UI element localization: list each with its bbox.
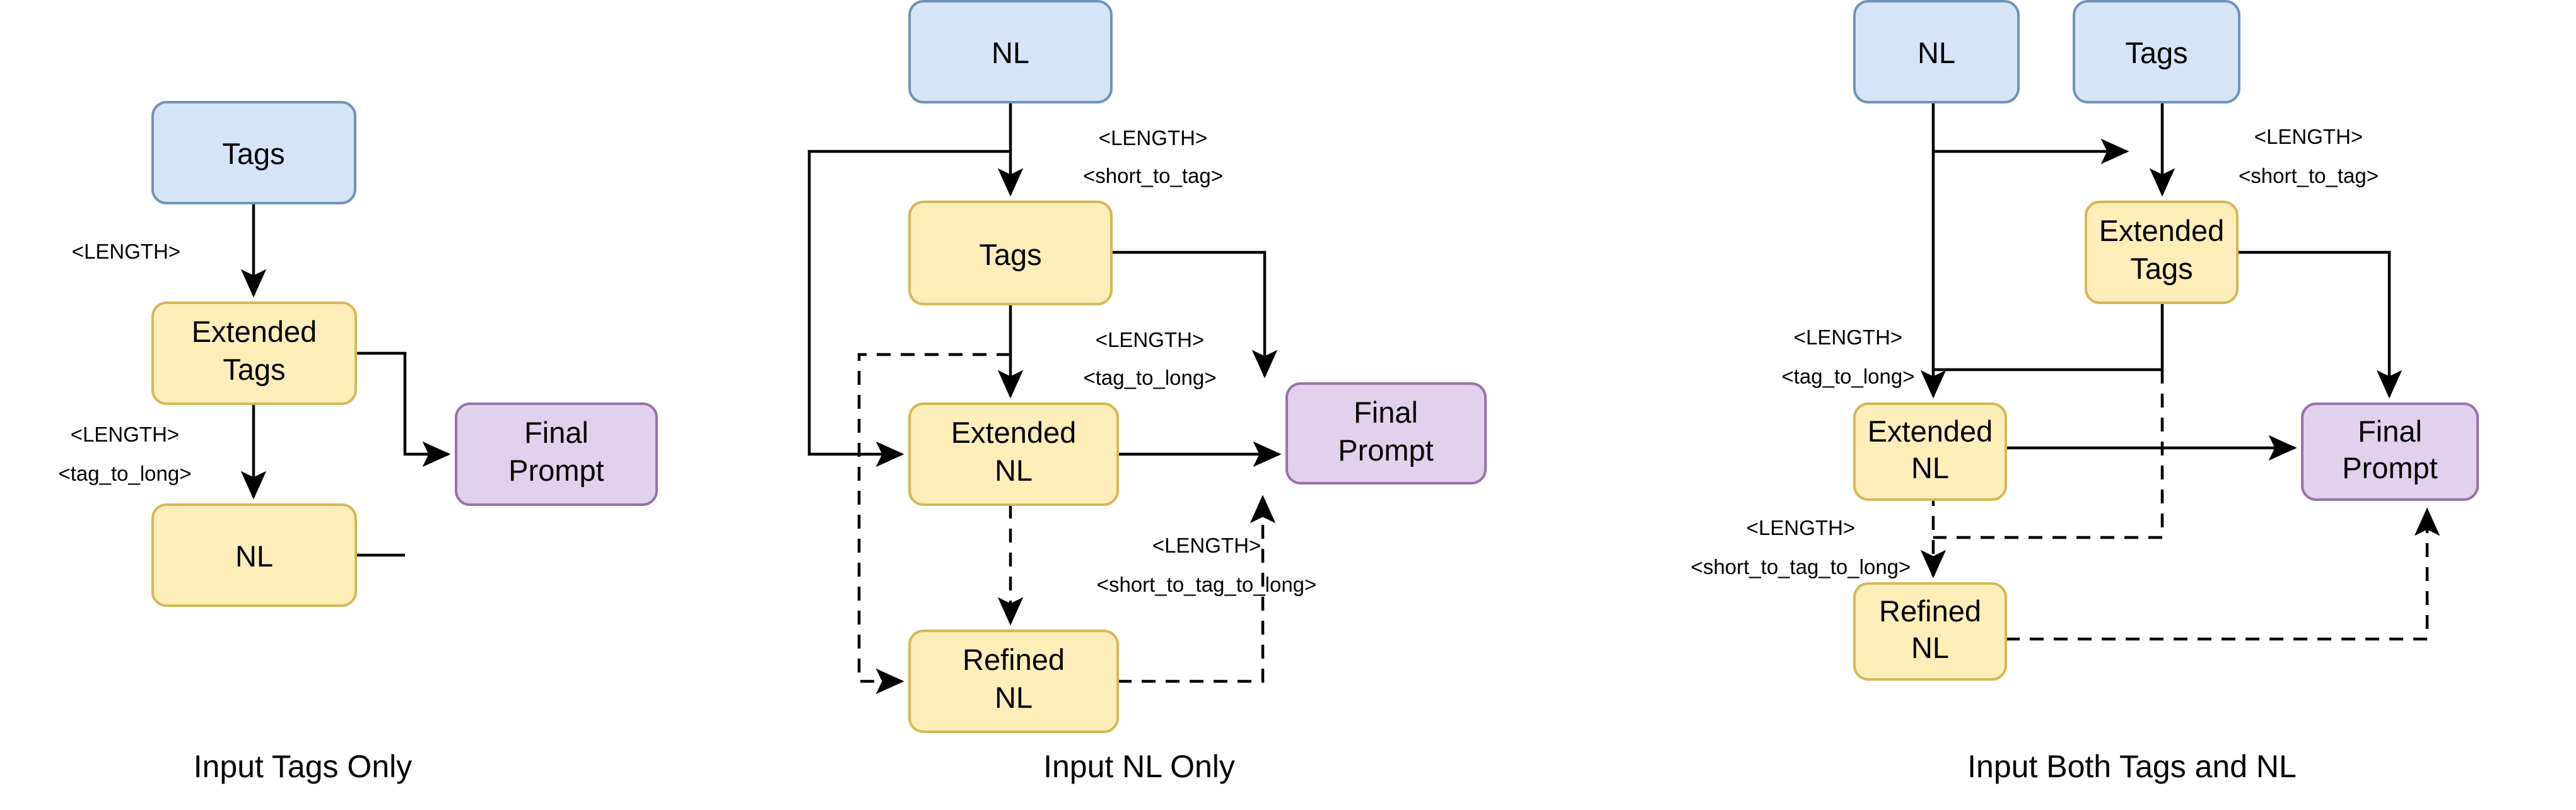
edge-label-short-to-tag-to-long-m: <short_to_tag_to_long> xyxy=(1097,573,1317,596)
node-tags-input-both[interactable]: Tags xyxy=(2073,0,2240,103)
node-final-prompt-mid[interactable]: Final Prompt xyxy=(1285,382,1487,484)
node-extended-tags-both[interactable]: Extended Tags xyxy=(2085,201,2239,304)
panel-tags-only: <LENGTH> <LENGTH> <tag_to_long> Tags Ext… xyxy=(58,101,658,784)
node-final-prompt-mid-label-line2: Prompt xyxy=(1338,433,1434,467)
edge-tags-to-refined-nl-dashed xyxy=(857,353,1010,695)
node-nl-input-both[interactable]: NL xyxy=(1853,0,2020,103)
edge-label-length-m3: <LENGTH> xyxy=(1152,534,1261,557)
node-nl[interactable]: NL xyxy=(151,503,357,607)
edge-extended-tags-to-final-both xyxy=(2237,250,2403,399)
edge-extended-tags-to-final xyxy=(356,351,451,467)
edge-label-length-r2: <LENGTH> xyxy=(1794,326,1902,349)
node-refined-nl-mid-label-line1: Refined xyxy=(963,643,1065,676)
node-extended-nl-both[interactable]: Extended NL xyxy=(1853,402,2007,501)
node-refined-nl-mid[interactable]: Refined NL xyxy=(908,630,1119,733)
edge-label-short-to-tag: <short_to_tag> xyxy=(1083,164,1223,187)
node-refined-nl-both[interactable]: Refined NL xyxy=(1853,582,2007,681)
node-tags-input-both-label: Tags xyxy=(2125,36,2187,69)
node-tags-mid[interactable]: Tags xyxy=(908,201,1113,305)
node-extended-nl-mid[interactable]: Extended NL xyxy=(908,402,1119,506)
node-tags-mid-label: Tags xyxy=(979,238,1041,271)
panel-caption-both: Input Both Tags and NL xyxy=(1967,749,2297,784)
node-extended-tags-label-line2: Tags xyxy=(223,353,285,386)
node-nl-input-label: NL xyxy=(992,36,1029,69)
node-refined-nl-mid-label-line2: NL xyxy=(995,681,1033,714)
edge-label-short-to-tag-to-long-r: <short_to_tag_to_long> xyxy=(1691,555,1911,578)
panel-nl-only: <LENGTH> <short_to_tag> <LENGTH> <tag_to… xyxy=(807,0,1487,784)
node-final-prompt-both[interactable]: Final Prompt xyxy=(2301,402,2479,501)
node-final-prompt-both-label-line1: Final xyxy=(2358,414,2422,448)
node-tags[interactable]: Tags xyxy=(151,101,356,204)
node-refined-nl-both-label-line2: NL xyxy=(1911,631,1949,664)
node-final-prompt-mid-label-line1: Final xyxy=(1354,396,1418,429)
node-extended-nl-mid-label-line1: Extended xyxy=(951,416,1077,449)
node-extended-tags[interactable]: Extended Tags xyxy=(151,302,357,405)
edge-refined-nl-to-final-dashed xyxy=(1118,495,1276,683)
edge-tags-to-final xyxy=(1111,250,1278,379)
edge-label-length-2: <LENGTH> xyxy=(71,423,179,446)
edge-label-length-m2: <LENGTH> xyxy=(1096,328,1204,351)
edge-label-tag-to-long: <tag_to_long> xyxy=(58,462,191,485)
edge-refined-nl-to-final-dashed-both xyxy=(2006,507,2440,641)
node-final-prompt-both-label-line2: Prompt xyxy=(2342,451,2438,484)
node-tags-label: Tags xyxy=(222,137,284,170)
edge-label-tag-to-long-m: <tag_to_long> xyxy=(1083,366,1216,389)
node-extended-tags-label-line1: Extended xyxy=(192,315,317,348)
node-extended-nl-both-label-line1: Extended xyxy=(1868,414,1993,448)
node-nl-label: NL xyxy=(235,539,273,573)
panel-caption-nl-only: Input NL Only xyxy=(1043,749,1235,784)
edge-nl-to-extended-nl xyxy=(807,150,1010,467)
node-extended-nl-both-label-line2: NL xyxy=(1911,451,1949,484)
node-nl-input[interactable]: NL xyxy=(908,0,1113,103)
edge-label-length-1: <LENGTH> xyxy=(72,240,180,263)
node-final-prompt-label-line2: Prompt xyxy=(508,454,604,487)
node-extended-tags-both-label-line1: Extended xyxy=(2099,214,2225,247)
node-final-prompt-label-line1: Final xyxy=(524,416,588,449)
node-final-prompt[interactable]: Final Prompt xyxy=(455,402,658,506)
node-refined-nl-both-label-line1: Refined xyxy=(1879,594,1981,628)
edge-label-short-to-tag-r: <short_to_tag> xyxy=(2239,164,2379,187)
node-extended-tags-both-label-line2: Tags xyxy=(2130,252,2193,285)
node-nl-input-both-label: NL xyxy=(1917,36,1955,69)
panel-caption-tags-only: Input Tags Only xyxy=(194,749,413,784)
edge-label-length-m1: <LENGTH> xyxy=(1099,126,1207,150)
edge-label-tag-to-long-r: <tag_to_long> xyxy=(1781,365,1914,388)
edge-label-length-r3: <LENGTH> xyxy=(1747,516,1855,539)
edge-label-length-r1: <LENGTH> xyxy=(2254,125,2363,148)
panel-both: <LENGTH> <short_to_tag> <LENGTH> <tag_to… xyxy=(1691,0,2479,784)
edge-extended-tags-to-refined-nl-dashed-both xyxy=(1933,370,2164,539)
node-extended-nl-mid-label-line2: NL xyxy=(995,454,1033,487)
